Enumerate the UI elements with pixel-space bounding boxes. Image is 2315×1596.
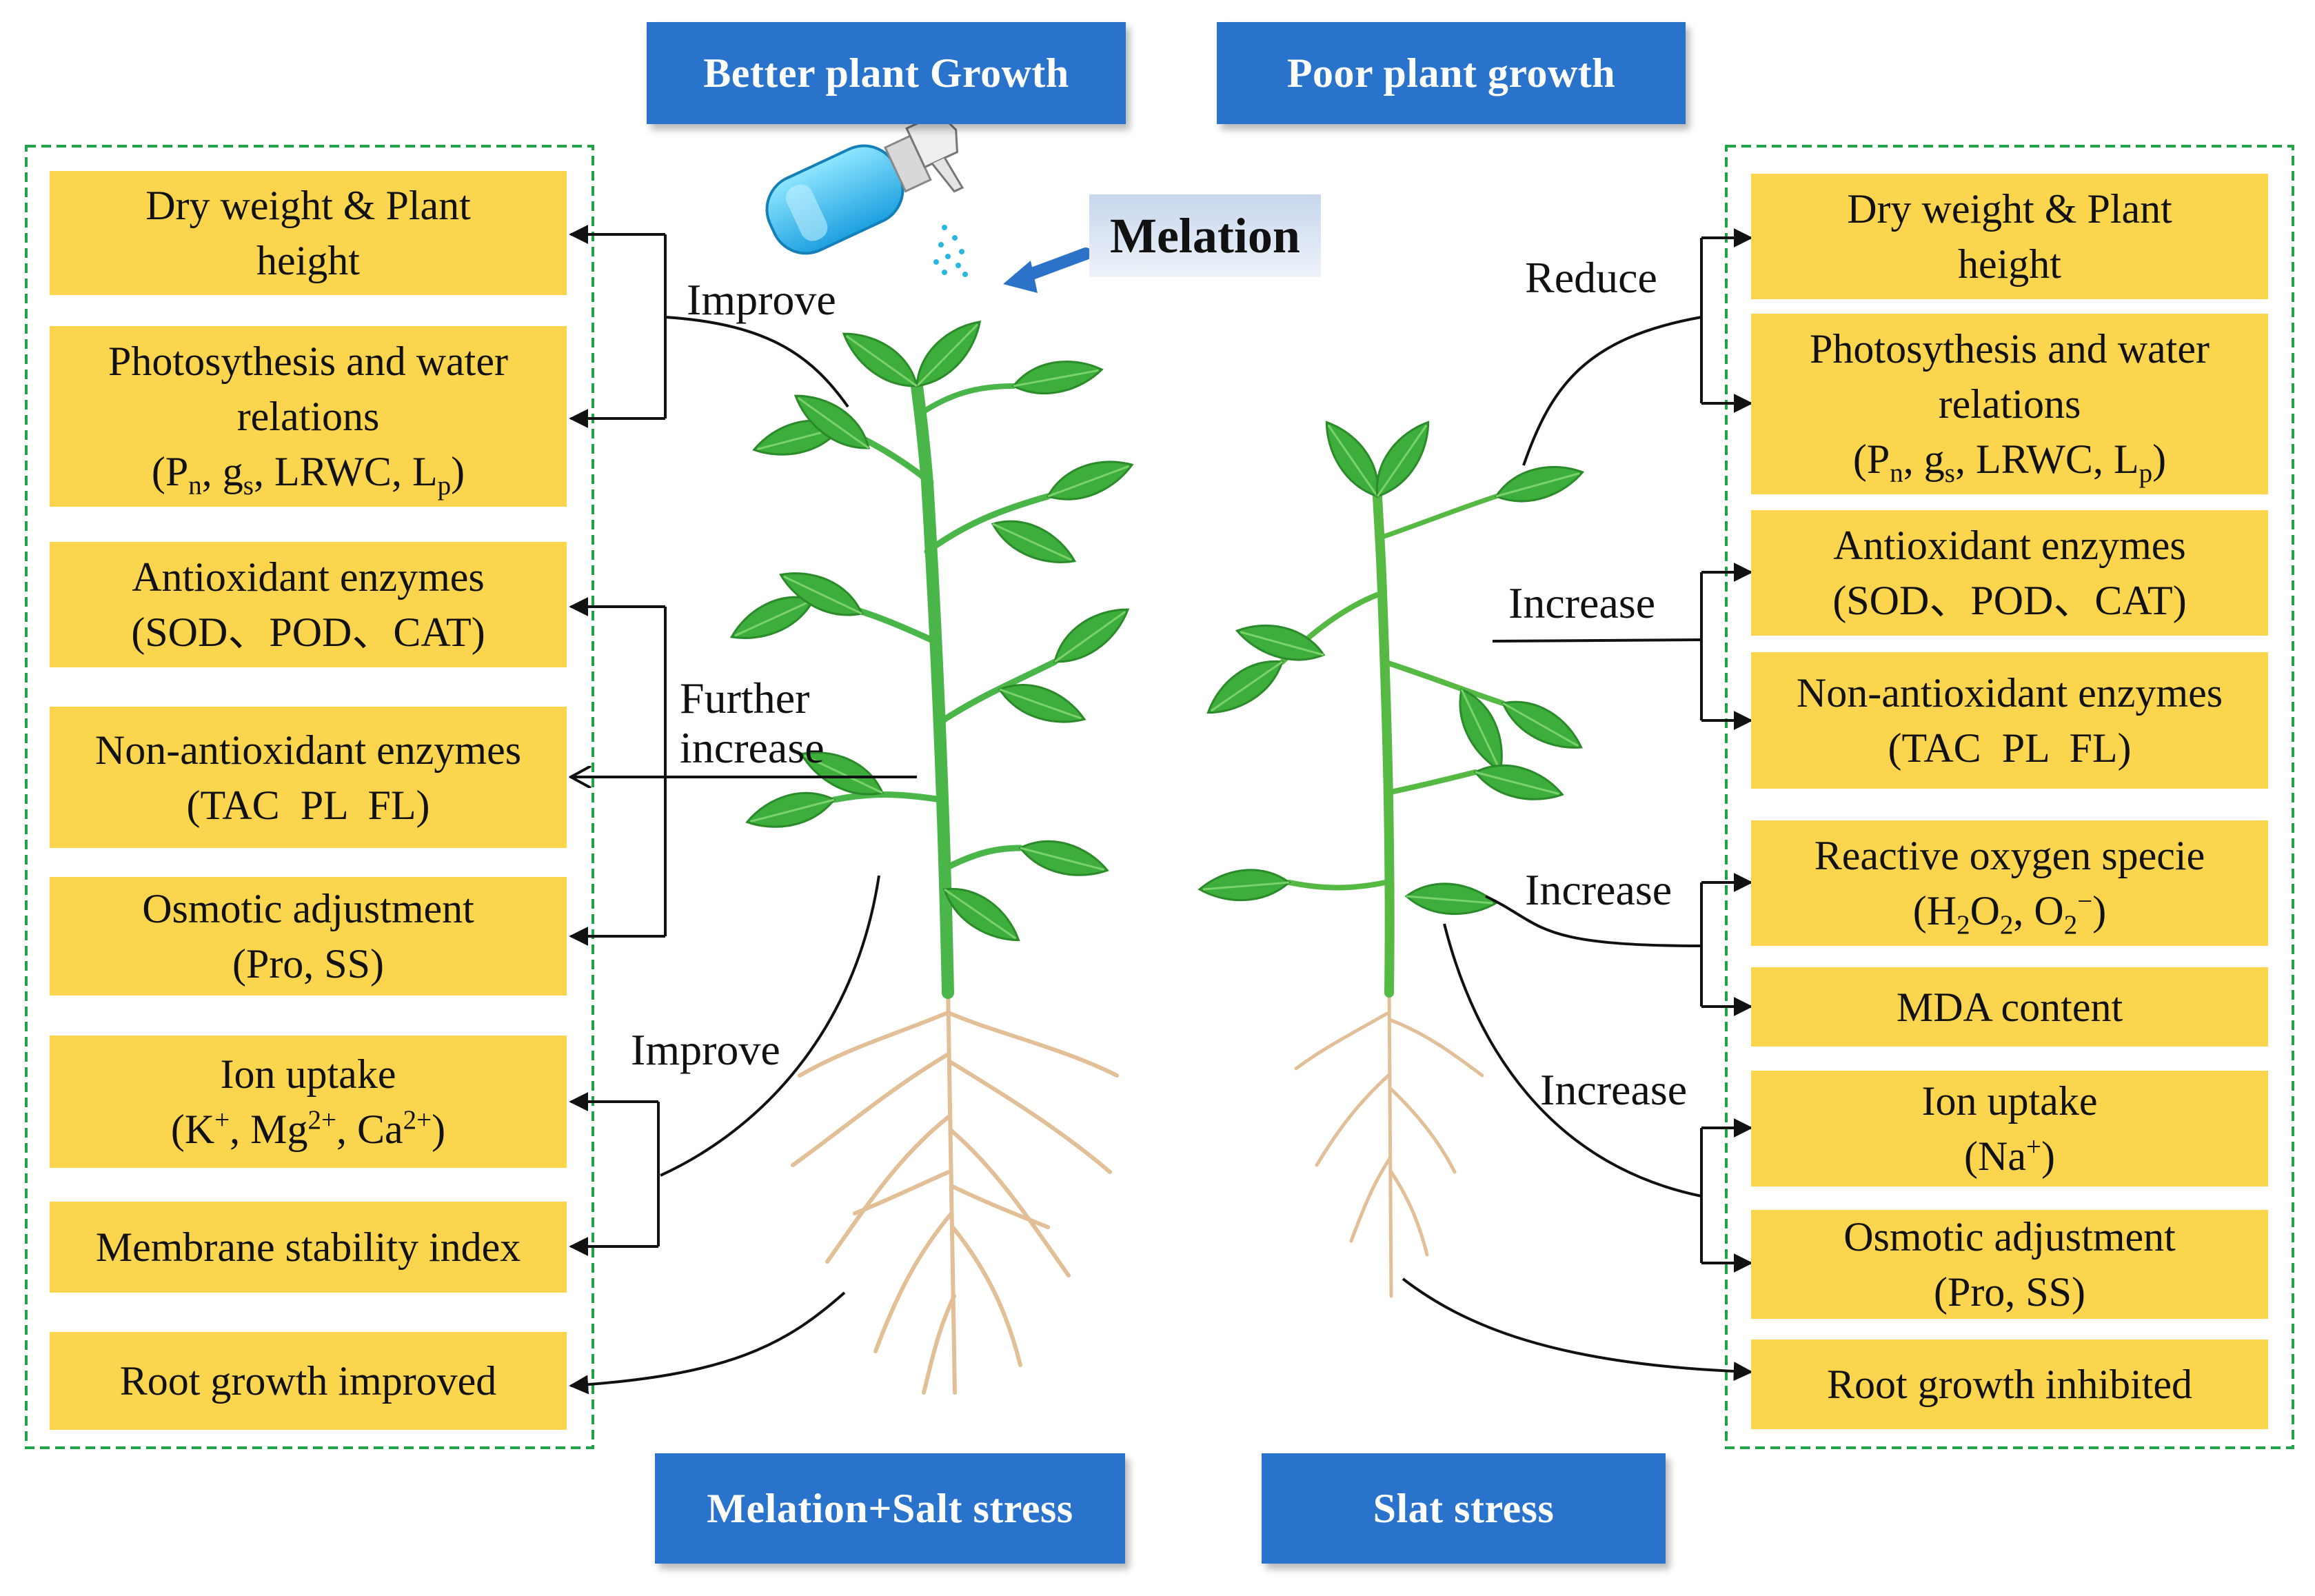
right-photosynthesis-params: (Pn, gs, LRWC, Lp) — [1852, 436, 2167, 488]
left-membrane-stability-line1: Membrane stability index — [95, 1224, 521, 1270]
right-label-increase-enzymes: Increase — [1508, 578, 1656, 627]
right-osmotic-line2: (Pro, SS) — [1933, 1269, 2086, 1315]
right-root-growth-line1: Root growth inhibited — [1827, 1362, 2192, 1407]
right-ion-uptake-ions: (Na+) — [1964, 1132, 2055, 1179]
healthy-plant-illustration — [724, 308, 1138, 1395]
right-antioxidant-line1: Antioxidant enzymes — [1833, 523, 2186, 568]
right-photosynthesis-line2: relations — [1938, 381, 2081, 427]
left-connectors — [569, 225, 917, 1395]
left-ion-uptake-ions: (K+, Mg2+, Ca2+) — [170, 1105, 446, 1152]
left-label-improve-bottom: Improve — [631, 1025, 780, 1074]
right-ros-box: Reactive oxygen specie (H2O2, O2−) — [1751, 820, 2268, 946]
healthy-plant-roots — [791, 984, 1119, 1395]
left-photosynthesis-box: Photosythesis and water relations (Pn, g… — [50, 326, 567, 507]
right-antioxidant-box: Antioxidant enzymes (SOD、POD、CAT) — [1751, 510, 2268, 636]
right-dry-weight-line2: height — [1958, 241, 2061, 287]
left-antioxidant-line2: (SOD、POD、CAT) — [131, 609, 485, 655]
right-non-antioxidant-line2: (TAC PL FL) — [1888, 725, 2132, 771]
left-label-improve-top: Improve — [687, 275, 836, 324]
right-non-antioxidant-box: Non-antioxidant enzymes (TAC PL FL) — [1751, 652, 2268, 789]
right-photosynthesis-line1: Photosythesis and water — [1810, 326, 2210, 372]
right-dry-weight-box: Dry weight & Plant height — [1751, 174, 2268, 299]
healthy-plant-stem — [810, 380, 1058, 999]
left-osmotic-line2: (Pro, SS) — [232, 941, 385, 987]
left-non-antioxidant-line1: Non-antioxidant enzymes — [94, 727, 522, 773]
right-photosynthesis-box: Photosythesis and water relations (Pn, g… — [1751, 314, 2268, 494]
left-root-growth-line1: Root growth improved — [119, 1358, 497, 1404]
stressed-plant-illustration — [1197, 411, 1590, 1298]
right-antioxidant-line2: (SOD、POD、CAT) — [1832, 578, 2187, 623]
left-ion-uptake-line1: Ion uptake — [220, 1051, 396, 1097]
left-dry-weight-box: Dry weight & Plant height — [50, 171, 567, 295]
left-non-antioxidant-line2: (TAC PL FL) — [186, 782, 430, 828]
right-osmotic-line1: Osmotic adjustment — [1843, 1214, 2176, 1260]
stressed-plant-roots — [1294, 984, 1484, 1298]
right-label-increase-ros: Increase — [1525, 865, 1672, 914]
left-label-further: Further — [680, 674, 810, 723]
right-dry-weight-line1: Dry weight & Plant — [1847, 186, 2172, 232]
left-photosynthesis-params: (Pn, gs, LRWC, Lp) — [151, 449, 465, 501]
right-ros-formula: (H2O2, O2−) — [1912, 887, 2107, 940]
right-mda-line1: MDA content — [1896, 984, 2123, 1030]
right-ion-uptake-line1: Ion uptake — [1921, 1078, 2098, 1124]
right-label-reduce: Reduce — [1525, 253, 1657, 302]
left-dry-weight-line1: Dry weight & Plant — [145, 183, 471, 228]
right-panel-frame — [1725, 145, 2294, 1449]
right-connectors — [1402, 228, 1753, 1382]
left-osmotic-box: Osmotic adjustment (Pro, SS) — [50, 877, 567, 996]
left-non-antioxidant-box: Non-antioxidant enzymes (TAC PL FL) — [50, 707, 567, 848]
melation-arrow — [1003, 248, 1092, 293]
left-dry-weight-line2: height — [256, 238, 360, 283]
spray-mist — [933, 225, 968, 277]
treated-condition-header: Melation+Salt stress — [655, 1453, 1125, 1564]
right-ion-uptake-box: Ion uptake (Na+) — [1751, 1071, 2268, 1186]
better-growth-header: Better plant Growth — [647, 22, 1126, 124]
right-mda-box: MDA content — [1751, 967, 2268, 1047]
left-photosynthesis-line2: relations — [236, 394, 380, 439]
right-non-antioxidant-line1: Non-antioxidant enzymes — [1796, 670, 2223, 716]
left-photosynthesis-line1: Photosythesis and water — [108, 339, 508, 384]
left-ion-uptake-box: Ion uptake (K+, Mg2+, Ca2+) — [50, 1036, 567, 1168]
left-osmotic-line1: Osmotic adjustment — [142, 886, 474, 931]
left-antioxidant-box: Antioxidant enzymes (SOD、POD、CAT) — [50, 542, 567, 667]
left-label-increase: increase — [680, 723, 825, 772]
poor-growth-header: Poor plant growth — [1217, 22, 1686, 124]
right-root-growth-box: Root growth inhibited — [1751, 1340, 2268, 1429]
stress-condition-header: Slat stress — [1262, 1453, 1666, 1564]
left-membrane-stability-box: Membrane stability index — [50, 1202, 567, 1293]
melation-label: Melation — [1089, 194, 1321, 277]
right-ros-line1: Reactive oxygen specie — [1814, 833, 2205, 878]
left-antioxidant-line1: Antioxidant enzymes — [132, 554, 485, 600]
left-panel-frame — [25, 145, 594, 1449]
right-osmotic-box: Osmotic adjustment (Pro, SS) — [1751, 1210, 2268, 1319]
spray-bottle-icon — [765, 112, 964, 255]
right-label-increase-ions: Increase — [1540, 1065, 1688, 1114]
left-root-growth-box: Root growth improved — [50, 1332, 567, 1430]
